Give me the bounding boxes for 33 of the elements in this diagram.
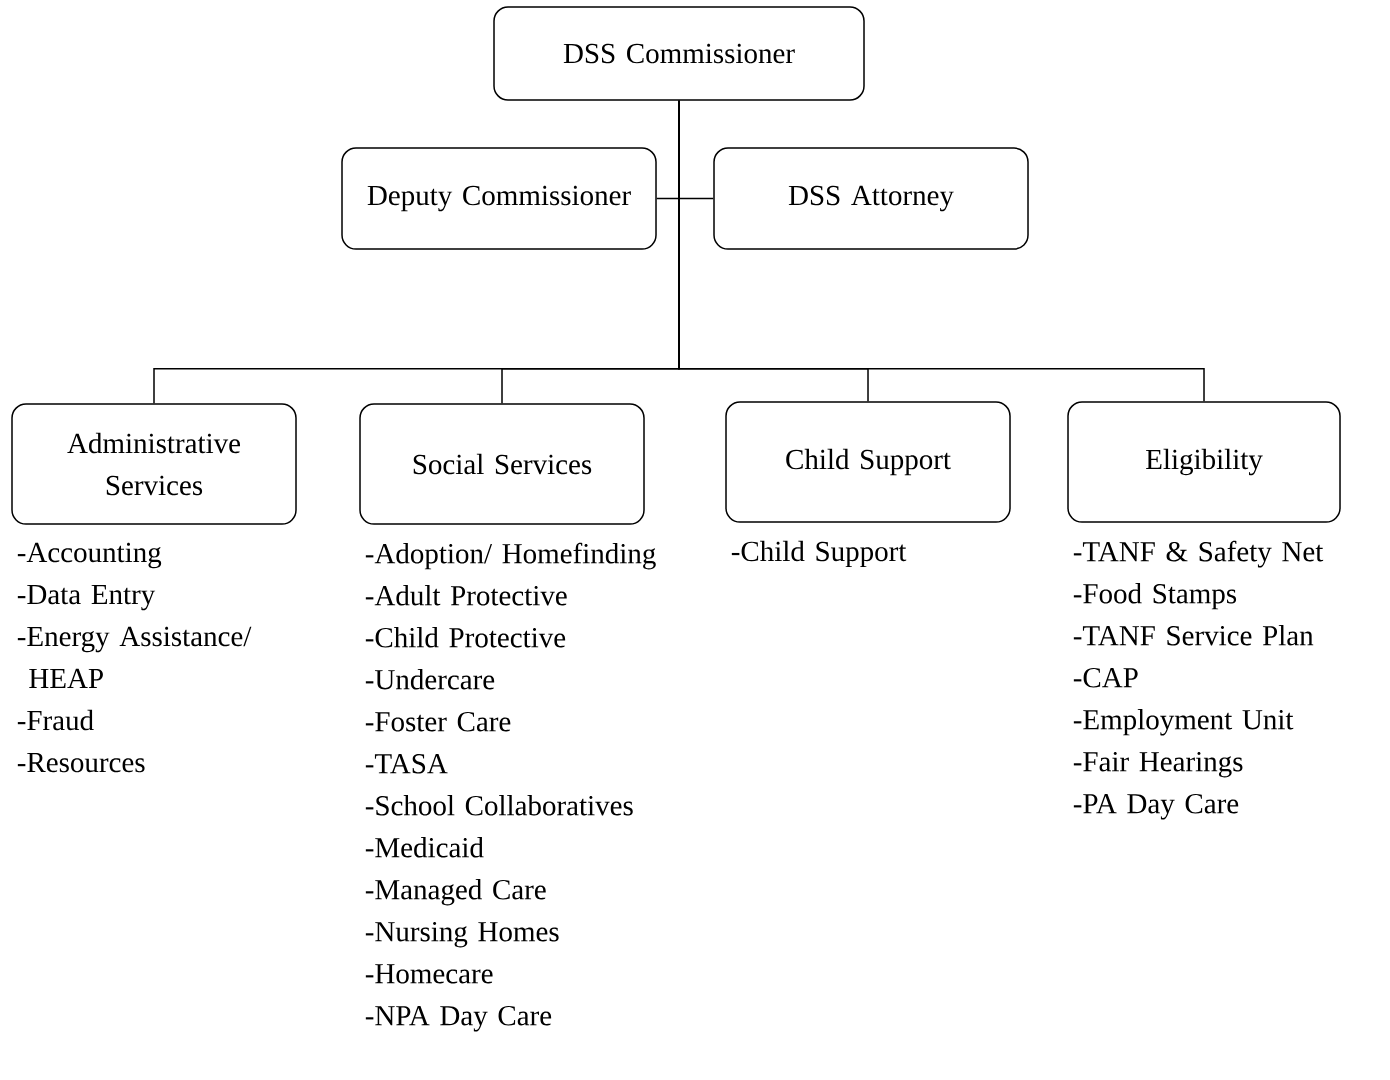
list-item: -Fraud [17,709,94,731]
org-box: Eligibility [1067,401,1341,523]
list-item: -Fair Hearings [1073,752,1243,778]
list-item: -Child Support [731,540,907,568]
list-item: -Adult Protective [365,585,567,606]
org-box: Child Support [725,401,1011,523]
list-item: -Homecare [365,964,493,984]
connector [678,100,1205,402]
org-box: Administrative Services [11,403,297,525]
list-item: -NPA Day Care [365,1006,552,1032]
list-item: -Data Entry [17,584,156,611]
list-item: -Medicaid [365,837,484,858]
org-box: Social Services [359,403,645,525]
list-item: -Food Stamps [1073,583,1237,610]
list-item: -CAP [1073,668,1138,688]
list-item: -Foster Care [365,712,511,732]
list-item: -Child Protective [365,627,566,648]
list-item: -Employment Unit [1073,709,1294,736]
list-item: -Undercare [365,669,495,690]
list-item: -TANF Service Plan [1073,625,1314,646]
list-item: -Managed Care [365,879,546,906]
org-box: DSS Attorney [713,147,1029,250]
org-box: Deputy Commissioner [341,147,657,250]
list-item: -Resources [17,752,145,773]
list-item: -Nursing Homes [365,922,559,948]
list-item: -TANF & Safety Net [1073,540,1324,568]
list-item: -School Collaboratives [365,795,633,816]
list-item: -PA Day Care [1073,794,1239,820]
list-item: -Adoption/ Homefinding [365,542,656,570]
list-item: -Energy Assistance/ HEAP [17,626,252,688]
list-item: -TASA [365,754,448,774]
list-item: -Accounting [17,542,162,569]
org-box: DSS Commissioner [493,6,865,101]
